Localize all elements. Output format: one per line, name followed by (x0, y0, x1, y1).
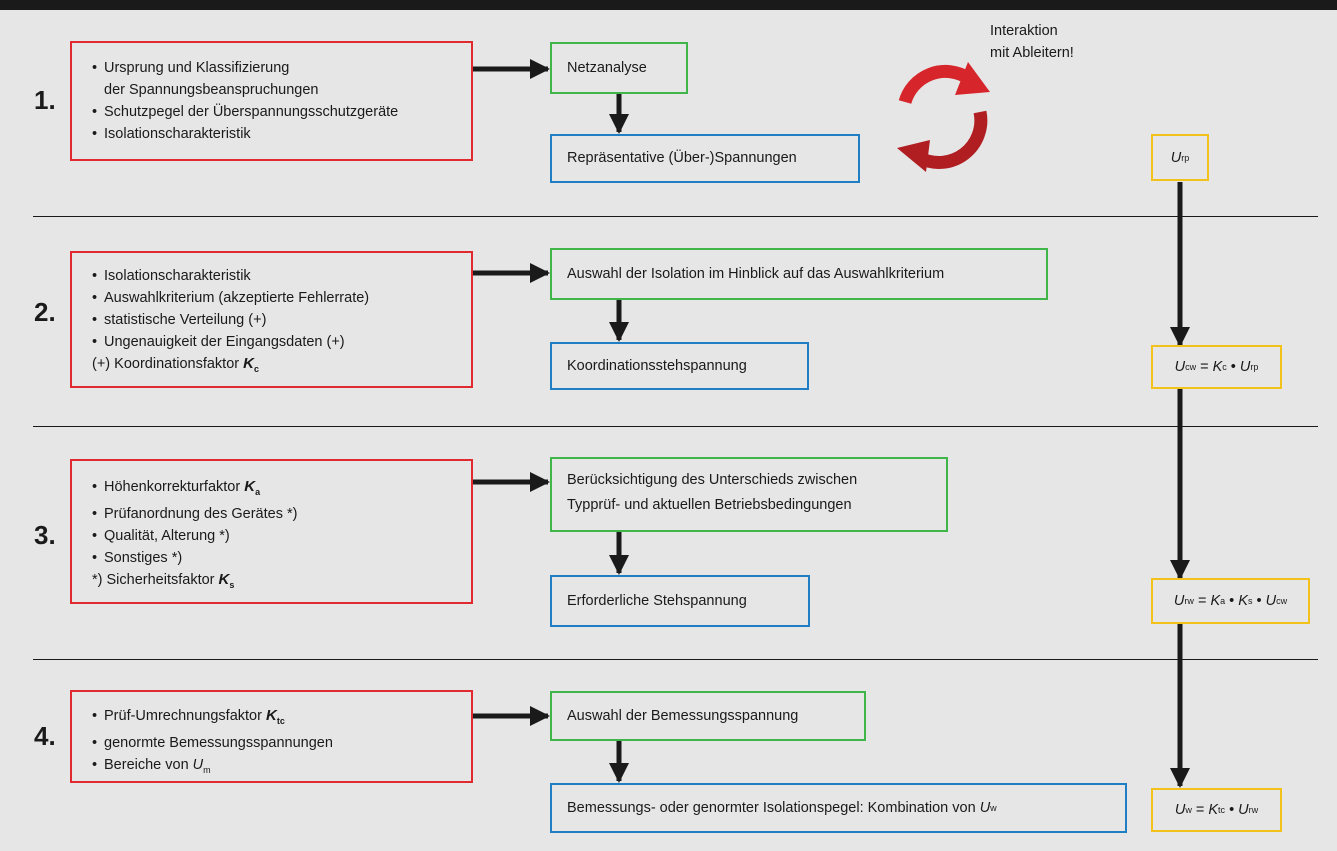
list-item: •Ungenauigkeit der Eingangsdaten (+) (92, 334, 345, 350)
list-item: •Isolationscharakteristik (92, 268, 251, 284)
step4-process-box: Auswahl der Bemessungsspannung (550, 691, 866, 741)
section-divider-1 (33, 216, 1318, 217)
list-item: der Spannungsbeanspruchungen (104, 82, 319, 98)
section-divider-2 (33, 426, 1318, 427)
interaction-note: Interaktion mit Ableitern! (990, 20, 1074, 64)
list-item: •Bereiche von Um (92, 757, 211, 775)
step2-process-box: Auswahl der Isolation im Hinblick auf da… (550, 248, 1048, 300)
top-bar (0, 0, 1337, 10)
step3-result-box: Erforderliche Stehspannung (550, 575, 810, 627)
list-item: *) Sicherheitsfaktor Ks (92, 571, 235, 590)
interaction-cycle-icon (897, 62, 990, 172)
list-item: •Höhenkorrekturfaktor Ka (92, 478, 261, 497)
note-line: mit Ableitern! (990, 45, 1074, 61)
list-item: •Prüfanordnung des Gerätes *) (92, 506, 298, 522)
list-item: •Prüf-Umrechnungsfaktor Ktc (92, 707, 285, 726)
step2-result-box: Koordinationsstehspannung (550, 342, 809, 390)
step4-input-box: •Prüf-Umrechnungsfaktor Ktc •genormte Be… (70, 690, 473, 783)
list-item: •genormte Bemessungsspannungen (92, 735, 333, 751)
section-divider-3 (33, 659, 1318, 660)
list-item: (+) Koordinationsfaktor Kc (92, 355, 259, 374)
list-item: •Qualität, Alterung *) (92, 528, 230, 544)
list-item: •Schutzpegel der Überspannungsschutzgerä… (92, 104, 399, 120)
step1-result-box: Repräsentative (Über-)Spannungen (550, 134, 860, 183)
process-line: Berücksichtigung des Unterschieds zwisch… (567, 472, 858, 488)
step1-process-box: Netzanalyse (550, 42, 688, 94)
step4-result-box: Bemessungs- oder genormter Isolationspeg… (550, 783, 1127, 833)
list-item: •Ursprung und Klassifizierung (92, 60, 290, 76)
list-item: •Sonstiges *) (92, 550, 183, 566)
step-number-3: 3. (34, 520, 56, 550)
list-item: •statistische Verteilung (+) (92, 312, 267, 328)
step-number-1: 1. (34, 85, 56, 115)
process-line: Typprüf- und aktuellen Betriebsbedingung… (567, 497, 852, 513)
step-number-4: 4. (34, 721, 56, 751)
step3-process-box: Berücksichtigung des Unterschieds zwisch… (550, 457, 948, 532)
list-item: •Auswahlkriterium (akzeptierte Fehlerrat… (92, 290, 370, 306)
note-line: Interaktion (990, 23, 1058, 39)
step-number-2: 2. (34, 297, 56, 327)
step1-input-box: •Ursprung und Klassifizierung der Spannu… (70, 41, 473, 161)
step3-input-box: •Höhenkorrekturfaktor Ka •Prüfanordnung … (70, 459, 473, 604)
list-item: •Isolationscharakteristik (92, 126, 251, 142)
step2-input-box: •Isolationscharakteristik •Auswahlkriter… (70, 251, 473, 388)
